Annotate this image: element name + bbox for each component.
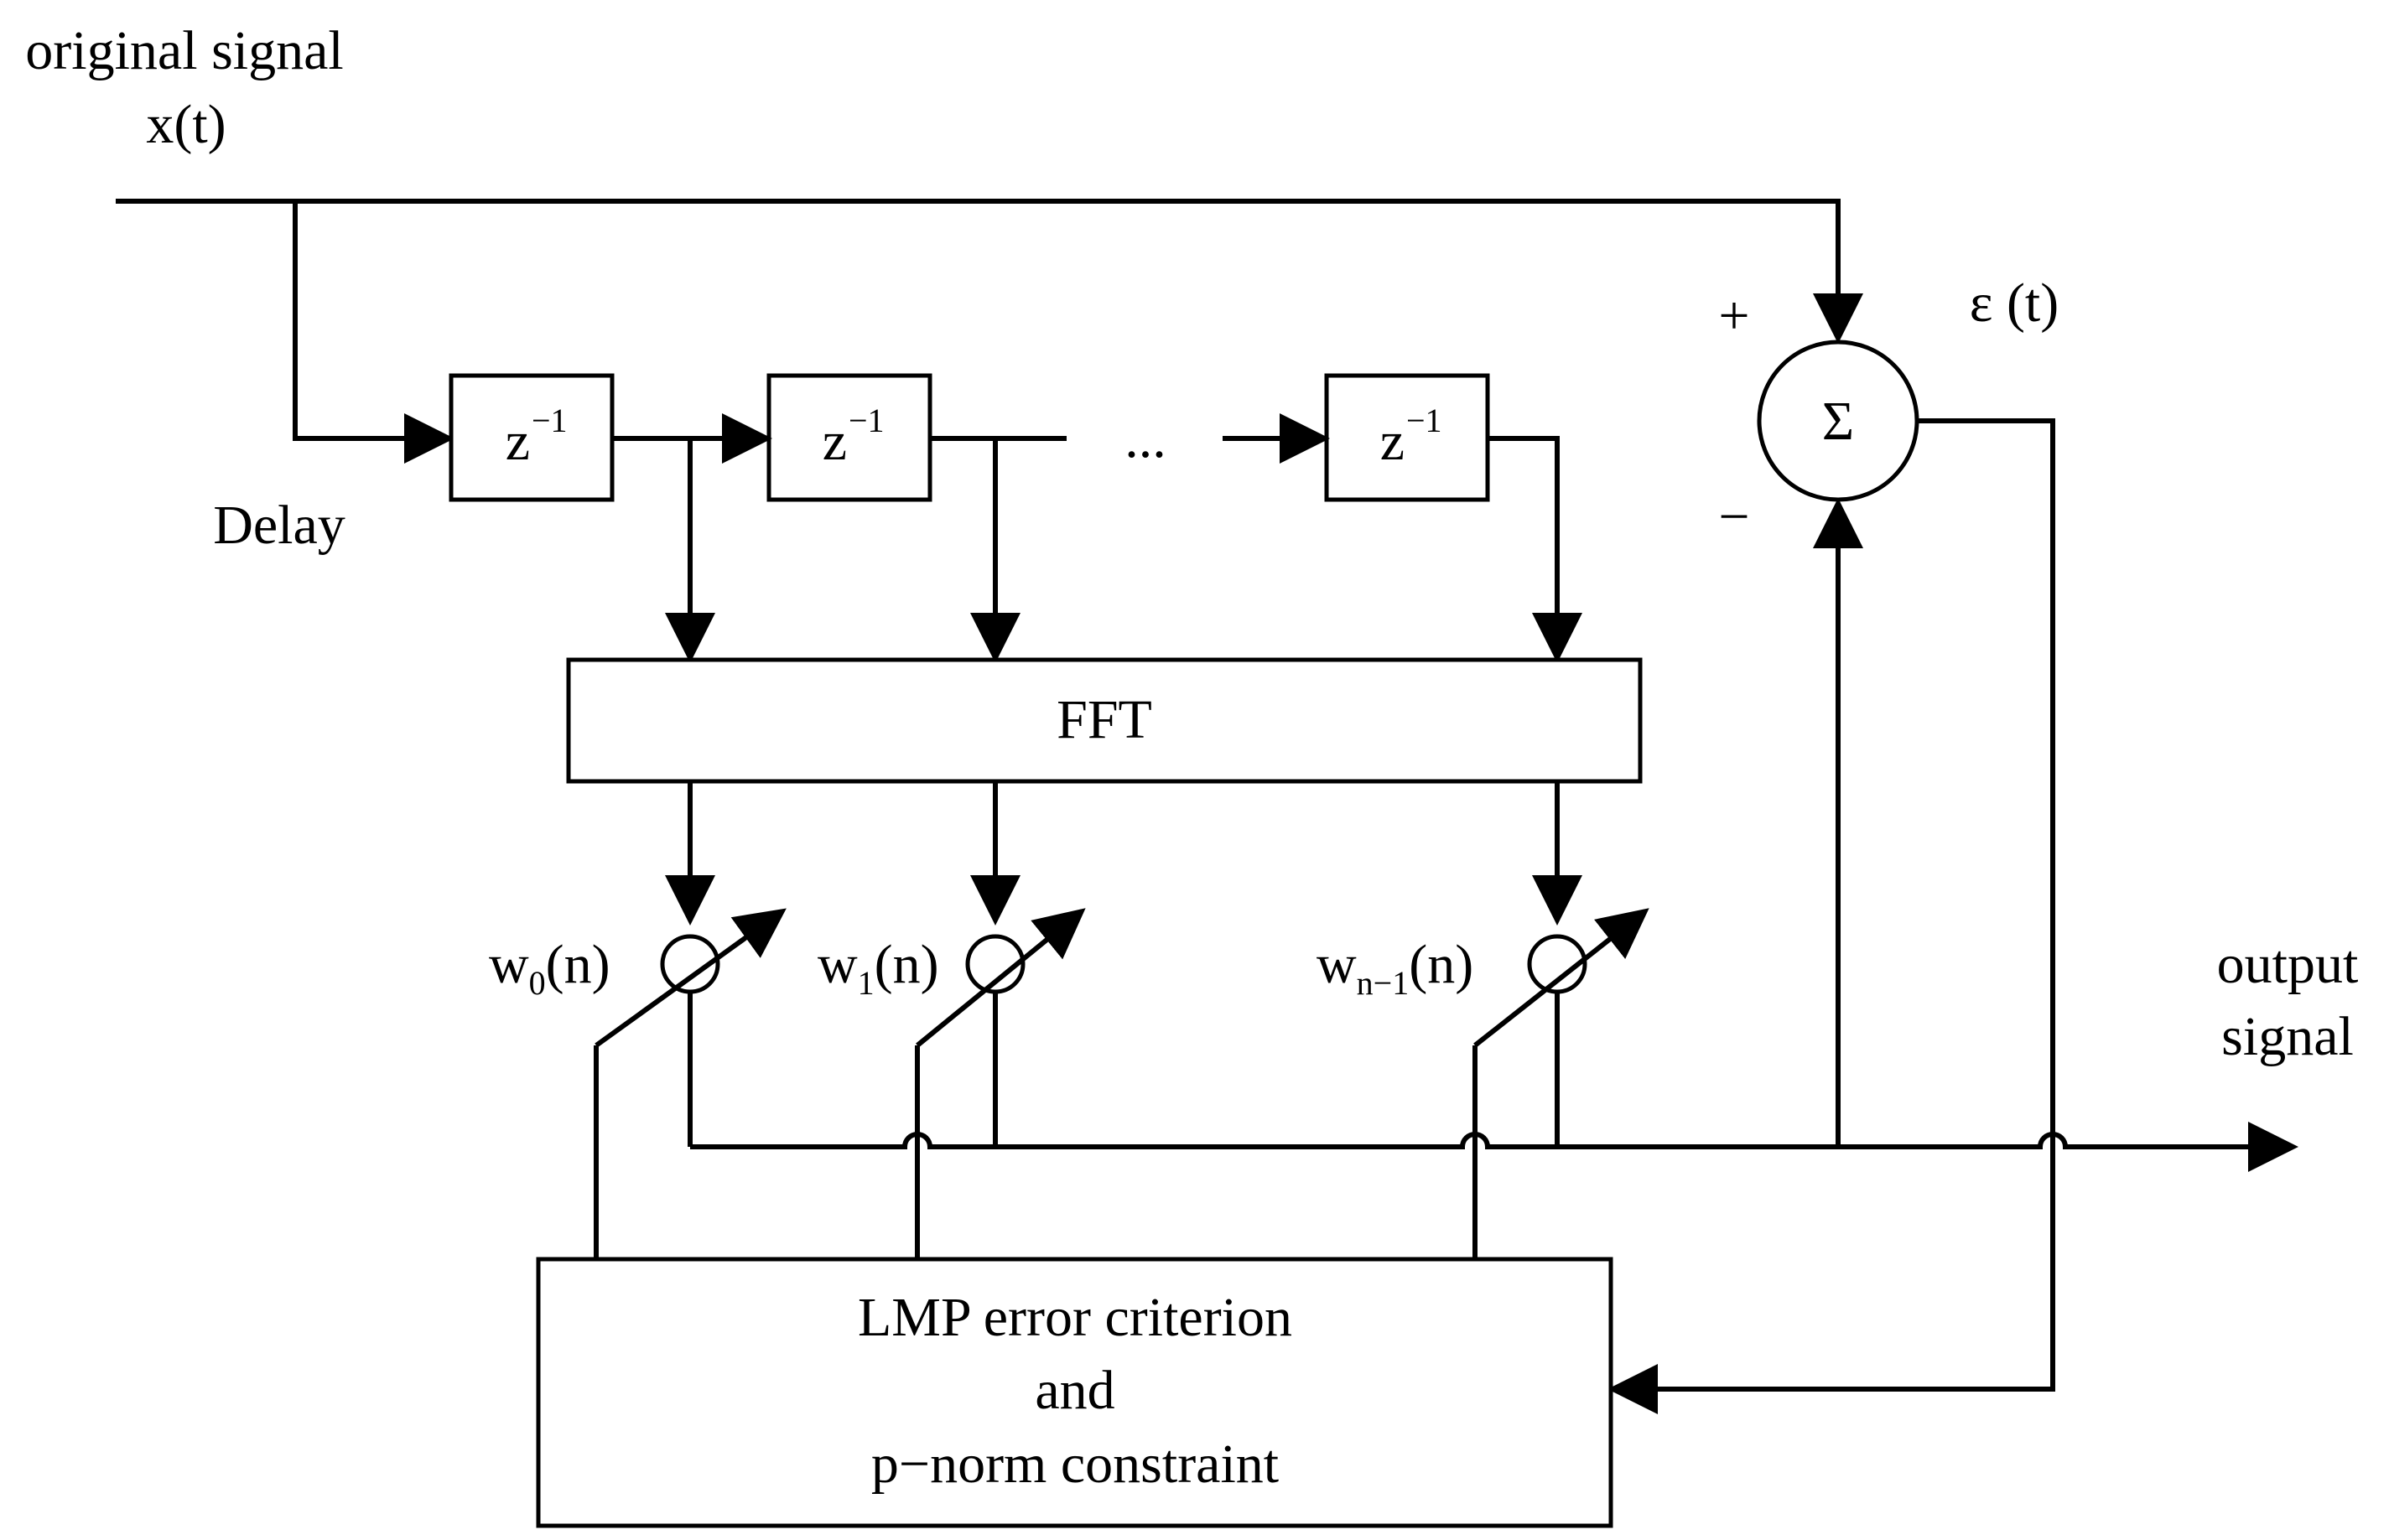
delay-3-output-line (1488, 436, 1582, 663)
delay-block-2: z −1 (766, 373, 932, 502)
weight-n-sub: n−1 (1357, 964, 1410, 1002)
weight-0-label: w0(n) (489, 934, 610, 1002)
weight-n-adjust-arrow (1473, 908, 1649, 1048)
weight-1-sub: 1 (858, 964, 875, 1002)
output-label-line2: signal (2221, 1006, 2354, 1067)
weight-0-tail: (n) (546, 934, 610, 995)
delay-feed-line (293, 201, 454, 464)
summer-symbol: Σ (1822, 391, 1854, 452)
fft-block (566, 657, 1643, 784)
input-label-line1: original signal (25, 20, 343, 81)
delay-block-3-exp: −1 (1406, 402, 1442, 439)
lmp-block (536, 1257, 1613, 1528)
delay-block-3: z −1 (1324, 373, 1490, 502)
weight-1-label: w1(n) (818, 934, 939, 1002)
minus-sign: − (1718, 486, 1749, 547)
ellipsis-label: ... (1124, 408, 1166, 469)
weight-1-tail: (n) (875, 934, 939, 995)
lmp-line2: and (1035, 1360, 1114, 1421)
weight-n-label: wn−1(n) (1317, 934, 1473, 1002)
input-label-line2: x(t) (146, 94, 226, 155)
delay-block-1-exp: −1 (532, 402, 568, 439)
weight-1-adjust-arrow (916, 908, 1086, 1048)
plus-sign: + (1718, 285, 1749, 346)
fft-label: FFT (1057, 689, 1152, 750)
delay-block-2-base: z (823, 411, 847, 472)
weight-1-base: w (818, 934, 858, 995)
weight-0-adjust-arrow (595, 908, 787, 1048)
weight-0-sub: 0 (529, 964, 546, 1002)
input-line (116, 199, 1863, 344)
error-feedback-line (1607, 418, 2055, 1414)
weight-0-base: w (489, 934, 529, 995)
lmp-line1: LMP error criterion (858, 1287, 1292, 1348)
weight-n-base: w (1317, 934, 1357, 995)
delay-block-1-base: z (506, 411, 530, 472)
weight-n-tail: (n) (1409, 934, 1473, 995)
delay-block-2-exp: −1 (849, 402, 885, 439)
lmp-line3: p−norm constraint (871, 1434, 1279, 1495)
error-label: ε (t) (1970, 272, 2059, 334)
delay-block-3-base: z (1380, 411, 1405, 472)
delay-block-1: z −1 (449, 373, 615, 502)
output-label-line1: output (2217, 934, 2359, 995)
delay-label: Delay (213, 495, 345, 556)
